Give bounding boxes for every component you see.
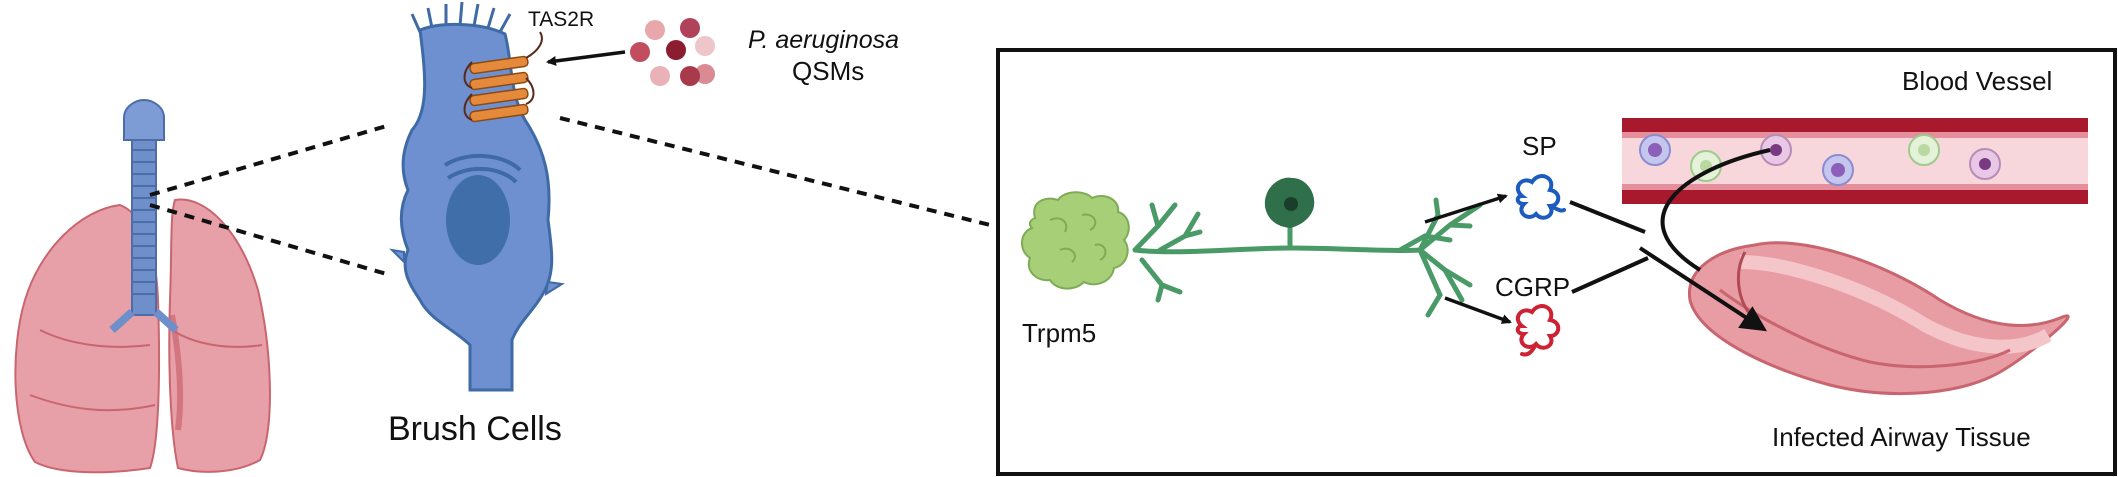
infected-tissue-label: Infected Airway Tissue bbox=[1772, 422, 2031, 452]
infected-airway-tissue bbox=[1687, 241, 2070, 396]
cgrp-peptide bbox=[1515, 304, 1561, 357]
cgrp-label: CGRP bbox=[1495, 272, 1570, 302]
left-lung bbox=[14, 203, 161, 474]
brush-cell: TAS2R bbox=[389, 1, 594, 392]
sp-label: SP bbox=[1522, 131, 1557, 161]
trachea bbox=[109, 98, 179, 333]
arrow-to-sp bbox=[1424, 193, 1508, 224]
qsm-arrow bbox=[546, 50, 626, 66]
blood-vessel-label: Blood Vessel bbox=[1902, 66, 2052, 96]
qsm-label: QSMs bbox=[792, 56, 864, 86]
zoom-lines-left bbox=[149, 123, 391, 277]
detail-panel bbox=[996, 48, 2117, 476]
lungs-illustration bbox=[14, 98, 271, 474]
tas2r-label: TAS2R bbox=[528, 8, 594, 31]
right-lung bbox=[168, 198, 271, 473]
immune-cells bbox=[1639, 134, 2001, 186]
zoom-line-right bbox=[559, 116, 991, 227]
trpm5-label: Trpm5 bbox=[1022, 318, 1096, 348]
blood-vessel bbox=[1622, 118, 2088, 204]
arrow-to-tissue bbox=[1638, 246, 1768, 332]
arrow-to-cgrp bbox=[1444, 296, 1512, 324]
brush-cells-label: Brush Cells bbox=[388, 410, 562, 448]
signal-lines bbox=[1569, 148, 1771, 294]
tas2r-receptor bbox=[463, 31, 543, 123]
sensory-neuron bbox=[1132, 197, 1483, 318]
bacterium-label: P. aeruginosa bbox=[748, 26, 899, 54]
nucleus bbox=[446, 175, 510, 265]
trpm5-cell bbox=[1021, 191, 1130, 290]
sp-peptide bbox=[1515, 174, 1566, 220]
qsm-molecules bbox=[630, 18, 715, 86]
